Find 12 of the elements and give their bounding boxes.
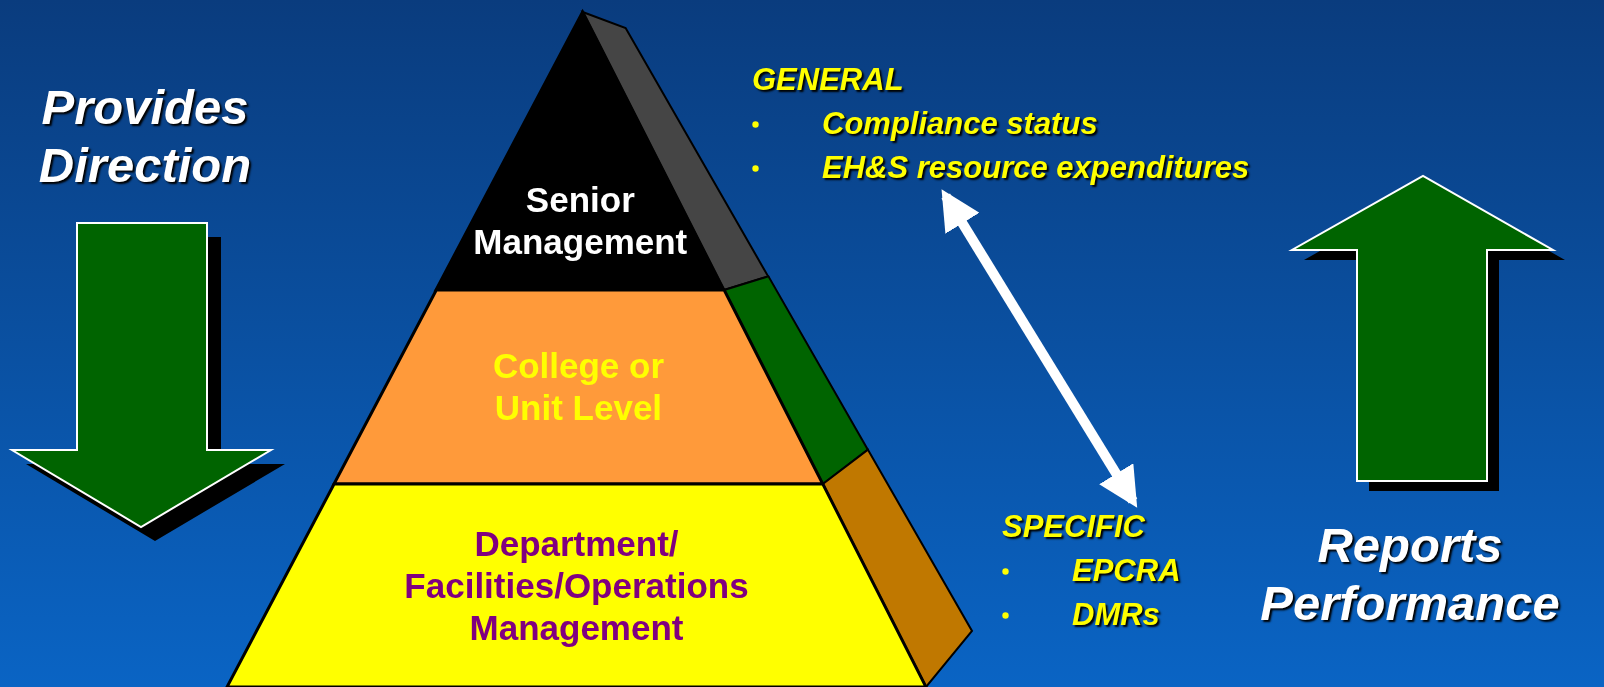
double-arrow	[941, 189, 1138, 508]
side-label: Provides Direction	[37, 79, 253, 194]
heading: GENERAL	[752, 61, 905, 99]
list-item: EPCRA	[1072, 553, 1181, 588]
tier-label: College or Unit Level	[491, 345, 665, 429]
side-label: Reports Performance	[1259, 517, 1561, 632]
heading: SPECIFIC	[1002, 508, 1146, 546]
tier-label: Senior Management	[472, 179, 689, 263]
list-item: DMRs	[1072, 597, 1160, 632]
list-item: Compliance status	[822, 106, 1098, 141]
tier-label: Department/ Facilities/Operations Management	[403, 522, 750, 649]
list-item: EH&S resource expenditures	[822, 150, 1250, 185]
